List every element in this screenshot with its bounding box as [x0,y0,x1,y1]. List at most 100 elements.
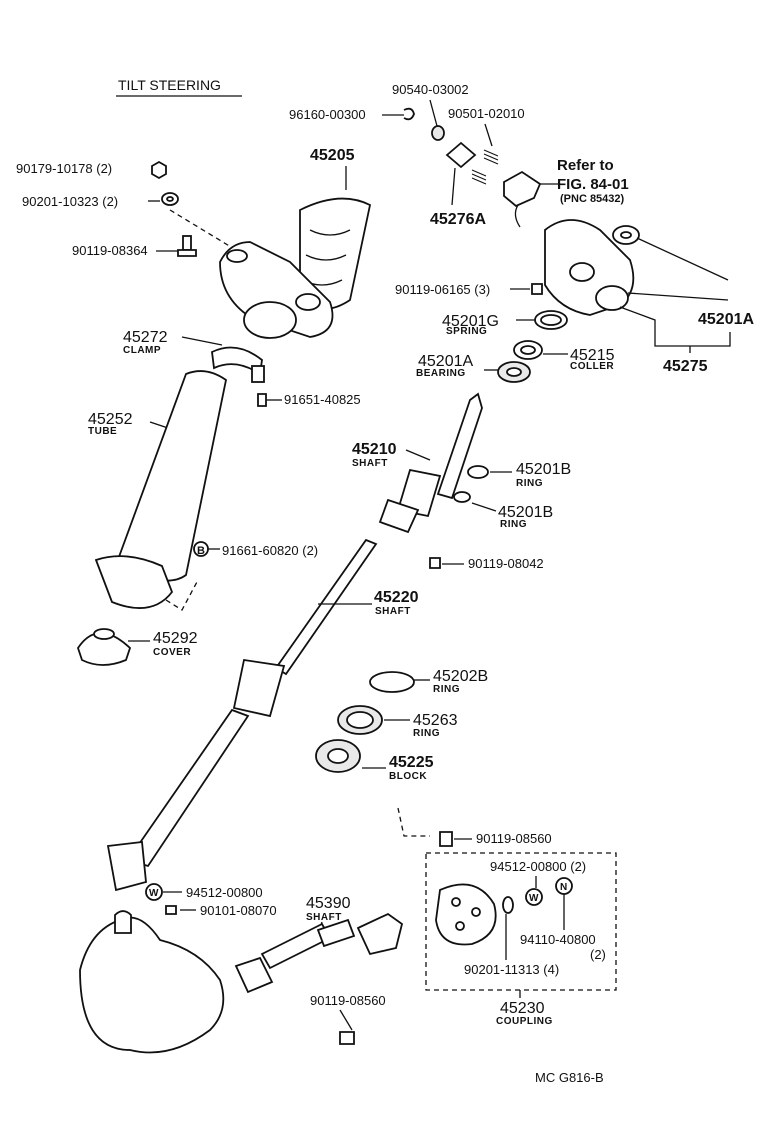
coupling-kit-box [425,852,617,991]
w-marker-kit-circle [525,888,543,906]
label-45201A-name: BEARING [416,368,466,379]
spring-90501-part [483,149,499,165]
label-45390-name: SHAFT [306,912,342,923]
label-45210[interactable]: 45210 [352,441,397,458]
label-45201A[interactable]: 45201A [418,353,473,370]
label-fig-84-01[interactable]: FIG. 84-01 [557,176,629,193]
bolt-90119c-part [429,557,441,569]
label-90119-08364[interactable]: 90119-08364 [72,243,148,258]
label-45201B-1-name: RING [516,478,543,489]
bolt-90101-part [165,905,177,915]
cover-45292-part [77,632,132,666]
tube-45252-flange [94,555,174,609]
label-45272-name: CLAMP [123,345,161,356]
dashed-assembly-line-top [169,209,237,251]
ring-45263-inner [346,711,374,729]
label-45225[interactable]: 45225 [389,754,434,771]
cover-45292-top [93,628,115,640]
leader-45201b-2 [471,502,497,512]
label-45390[interactable]: 45390 [306,895,351,912]
label-45275[interactable]: 45275 [663,358,708,375]
leader-45275-bracket [619,306,731,347]
label-91661-60820[interactable]: 91661-60820 (2) [222,543,318,558]
label-90119-08560-lower[interactable]: 90119-08560 [310,993,386,1008]
label-45276A[interactable]: 45276A [430,211,486,228]
coupling-45230-hole3 [455,921,465,931]
label-45230-name: COUPLING [496,1016,553,1027]
label-94512-00800-kit[interactable]: 94512-00800 (2) [490,859,586,874]
label-45220[interactable]: 45220 [374,589,419,606]
shaft-45220-joint [232,658,286,718]
label-96160-00300[interactable]: 96160-00300 [289,107,366,122]
label-45292-name: COVER [153,647,191,658]
label-94512-00800[interactable]: 94512-00800 [186,885,263,900]
tilt-bracket-ear [226,249,248,263]
leader-45201a-top-1 [636,237,729,281]
lock-housing-bore [595,285,629,311]
label-45201G[interactable]: 45201G [442,313,499,330]
shaft-45390-yoke [234,956,274,994]
label-45202B-name: RING [433,684,460,695]
label-90119-06165[interactable]: 90119-06165 (3) [395,282,490,297]
bolt-90119a-part [182,235,192,251]
label-45202B[interactable]: 45202B [433,668,488,685]
n-marker-letter: N [560,882,567,893]
collar-45215-inner [520,345,536,355]
coupling-45230-part [435,883,497,946]
label-90540-03002[interactable]: 90540-03002 [392,82,469,97]
bolt-90119b-part [531,283,543,295]
label-45230[interactable]: 45230 [500,1000,545,1017]
label-94110-qty: (2) [590,947,606,962]
label-91651-40825[interactable]: 91651-40825 [284,392,361,407]
bushing-45201a-hole [620,231,632,239]
label-90201-10323[interactable]: 90201-10323 (2) [22,194,118,209]
clamp-45272-lug [251,365,265,383]
nut-90540-part [431,125,445,141]
label-45225-name: BLOCK [389,771,427,782]
label-45263-name: RING [413,728,440,739]
leader-90119e [339,1009,353,1031]
diagram-title: TILT STEERING [118,77,221,93]
label-45252-name: TUBE [88,426,117,437]
label-94110-40800[interactable]: 94110-40800 [520,932,596,947]
shaft-45390-flange [356,912,404,956]
label-90501-02010[interactable]: 90501-02010 [448,106,525,121]
label-45252[interactable]: 45252 [88,411,133,428]
label-45205[interactable]: 45205 [310,147,355,164]
label-45272[interactable]: 45272 [123,329,168,346]
label-45263[interactable]: 45263 [413,712,458,729]
leader-45210 [405,449,431,461]
spring-45201g-inner [540,314,562,326]
label-90179-10178[interactable]: 90179-10178 (2) [16,161,112,176]
label-90101-08070[interactable]: 90101-08070 [200,903,277,918]
label-pnc-85432: (PNC 85432) [560,193,625,205]
bolt-90119d-part [439,831,453,847]
shaft-45210-joint [378,498,420,534]
label-45292[interactable]: 45292 [153,630,198,647]
w-marker-circle [145,883,163,901]
leader-45272 [181,336,223,346]
label-45201A-top[interactable]: 45201A [698,311,754,328]
label-90119-08042[interactable]: 90119-08042 [468,556,544,571]
w-marker-kit-letter: W [529,893,539,904]
dashed-assembly-line-coupling [397,807,430,837]
shaft-45210-upper [436,392,483,500]
label-45215-name: COLLER [570,361,614,372]
bolt-90119e-part [339,1031,355,1045]
label-45215[interactable]: 45215 [570,347,615,364]
tilt-bracket-bore [243,301,297,339]
leader-45201a-top-2 [627,292,729,301]
label-90119-08560-upper[interactable]: 90119-08560 [476,831,552,846]
label-90201-11313[interactable]: 90201-11313 (4) [464,962,559,977]
dashed-assembly-line-tube [165,579,199,611]
gear-housing-part [79,916,225,1054]
label-45201B-1[interactable]: 45201B [516,461,571,478]
clip-96160-part [403,107,415,121]
gear-housing-boss [114,910,132,934]
label-45201B-2[interactable]: 45201B [498,504,553,521]
spring-90501b-part [471,169,487,185]
b-marker-letter: B [197,545,205,557]
footer-code: MC G816-B [535,1070,604,1085]
